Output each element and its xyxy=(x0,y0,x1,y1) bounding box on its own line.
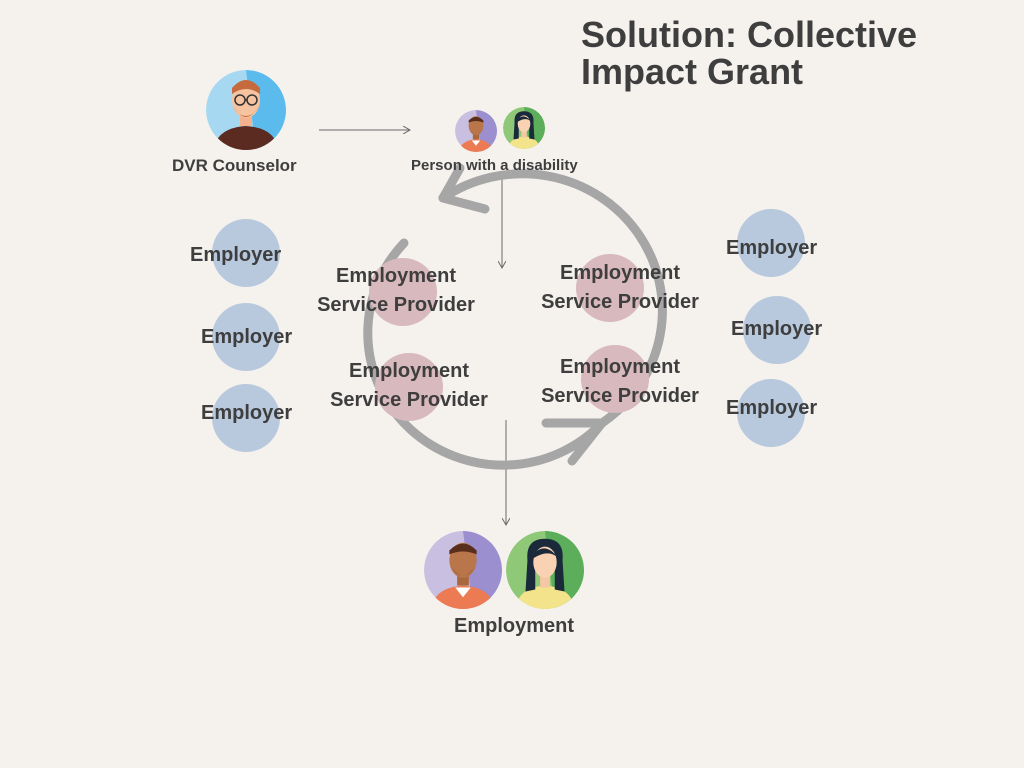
woman-avatar-icon xyxy=(506,531,584,609)
employer-left-2-circle xyxy=(212,303,280,371)
provider-top-right-label: Employment Service Provider xyxy=(541,262,699,313)
provider-top-right-circle xyxy=(576,254,644,322)
man-avatar-icon xyxy=(424,531,502,609)
provider-bottom-right-circle xyxy=(581,345,649,413)
person-label: Person with a disability xyxy=(411,157,578,174)
provider-bottom-left-label: Employment Service Provider xyxy=(330,360,488,411)
page-title: Solution: Collective Impact Grant xyxy=(581,14,918,92)
employer-right-3-label: Employer xyxy=(726,397,818,419)
employment-label: Employment xyxy=(454,615,575,637)
woman-avatar-icon xyxy=(503,107,545,149)
provider-top-left-label: Employment Service Provider xyxy=(317,265,475,316)
counselor-label: DVR Counselor xyxy=(172,156,297,175)
provider-bottom-left-circle xyxy=(375,353,443,421)
employer-right-2-label: Employer xyxy=(731,318,823,340)
provider-top-left-circle xyxy=(369,258,437,326)
employer-right-3-circle xyxy=(737,379,805,447)
man-avatar-icon xyxy=(455,110,497,152)
provider-bottom-right-label: Employment Service Provider xyxy=(541,356,699,407)
employer-left-1-label: Employer xyxy=(190,244,282,266)
employer-left-2-label: Employer xyxy=(201,326,293,348)
employer-right-2-circle xyxy=(743,296,811,364)
employer-left-3-circle xyxy=(212,384,280,452)
employer-left-1-circle xyxy=(212,219,280,287)
employer-left-3-label: Employer xyxy=(201,402,293,424)
employer-right-1-circle xyxy=(737,209,805,277)
employer-right-1-label: Employer xyxy=(726,237,818,259)
counselor-avatar-icon xyxy=(206,70,286,150)
